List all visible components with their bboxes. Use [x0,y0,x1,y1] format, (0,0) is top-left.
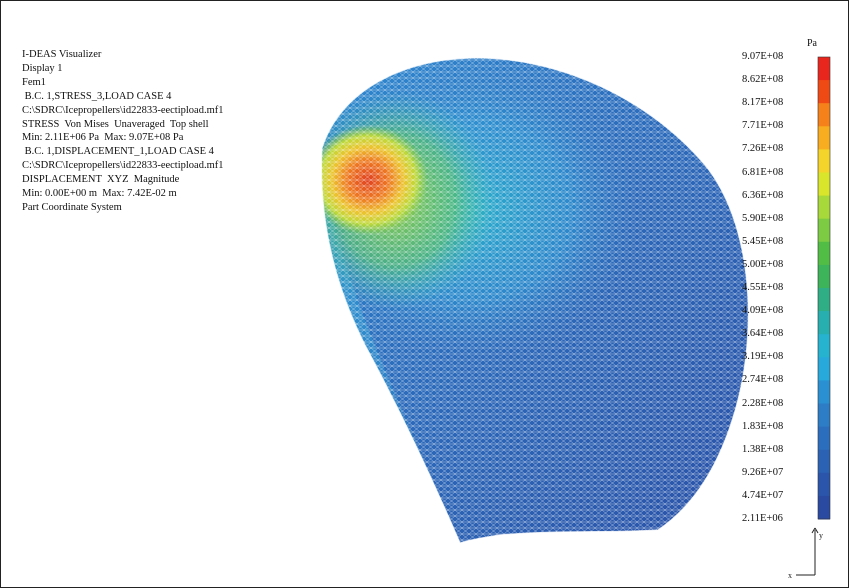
legend-tick-label: 2.28E+08 [742,397,784,409]
legend-tick-label: 2.11E+06 [742,513,783,524]
legend-tick-label: 6.81E+08 [742,166,784,178]
legend-tick-label: 5.90E+08 [742,212,784,224]
legend-tick-label: 7.26E+08 [742,143,784,155]
legend-color-segment [818,472,830,497]
info-line-fem: Fem1 [22,76,46,88]
legend-tick-label: 5.45E+08 [742,235,784,247]
legend-bar-border [817,56,831,520]
info-line-coordinate-system: Part Coordinate System [22,201,122,213]
legend-color-segment [818,495,830,520]
info-line-display: Display 1 [22,62,63,74]
legend-tick-label: 1.38E+08 [742,443,784,455]
legend-color-segment [818,357,830,381]
svg-text:y: y [819,531,823,540]
info-line-title: I-DEAS Visualizer [22,49,102,60]
legend-tick-label: 8.62E+08 [742,74,784,86]
info-line-stress-range: Min: 2.11E+06 Pa Max: 9.07E+08 Pa [22,132,184,144]
element-mesh [321,57,749,544]
svg-text:x: x [788,571,792,580]
legend-color-segment [818,288,830,312]
legend-tick-label: 4.55E+08 [742,282,784,293]
info-line-file-displacement: C:\SDRC\Icepropellers\id22833-eectipload… [22,160,224,172]
blade-outline [320,57,749,544]
legend-color-segment [818,264,830,289]
legend-color-segment [818,126,830,150]
blade-contour [321,57,749,544]
legend-tick-label: 4.74E+07 [742,489,784,501]
legend-tick-label: 1.83E+08 [742,420,784,432]
legend-tick-label: 3.64E+08 [742,328,784,340]
legend-tick-label: 8.17E+08 [742,97,784,109]
legend-color-segment [818,426,830,451]
coordinate-triad-icon: y x [788,527,823,580]
legend-color-segment [818,334,830,358]
legend-tick-label: 6.36E+08 [742,189,784,201]
legend-color-segment [818,218,830,243]
info-line-bc-displacement: B.C. 1,DISPLACEMENT_1,LOAD CASE 4 [22,146,214,158]
info-line-displacement-range: Min: 0.00E+00 m Max: 7.42E-02 m [22,188,177,200]
legend-color-segment [818,195,830,220]
legend-color-segment [818,149,830,173]
legend-tick-label: 9.07E+08 [742,51,784,62]
legend-tick-label: 4.09E+08 [742,305,784,317]
legend-color-segment [818,241,830,266]
legend-tick-label: 3.19E+08 [742,351,784,363]
legend-color-segment [818,449,830,474]
legend-color-segment [818,103,830,127]
info-line-file-stress: C:\SDRC\Icepropellers\id22833-eectipload… [22,104,224,116]
legend-color-segment [818,403,830,428]
legend-color-segment [818,57,830,81]
color-legend-bar [817,56,831,520]
model-info-panel: I-DEAS Visualizer Display 1 Fem1 B.C. 1,… [22,48,224,215]
legend-unit-label: Pa [807,38,817,49]
legend-tick-label: 9.26E+07 [742,466,784,478]
legend-color-segment [818,380,830,404]
legend-tick-label: 7.71E+08 [742,120,784,132]
info-line-stress-type: STRESS Von Mises Unaveraged Top shell [22,118,209,130]
legend-color-segment [818,172,830,197]
legend-color-segment [818,311,830,335]
info-line-displacement-type: DISPLACEMENT XYZ Magnitude [22,174,180,186]
legend-color-segment [818,80,830,104]
legend-tick-label: 5.00E+08 [742,258,784,270]
legend-tick-label: 2.74E+08 [742,374,784,386]
info-line-bc-stress: B.C. 1,STRESS_3,LOAD CASE 4 [22,90,172,102]
